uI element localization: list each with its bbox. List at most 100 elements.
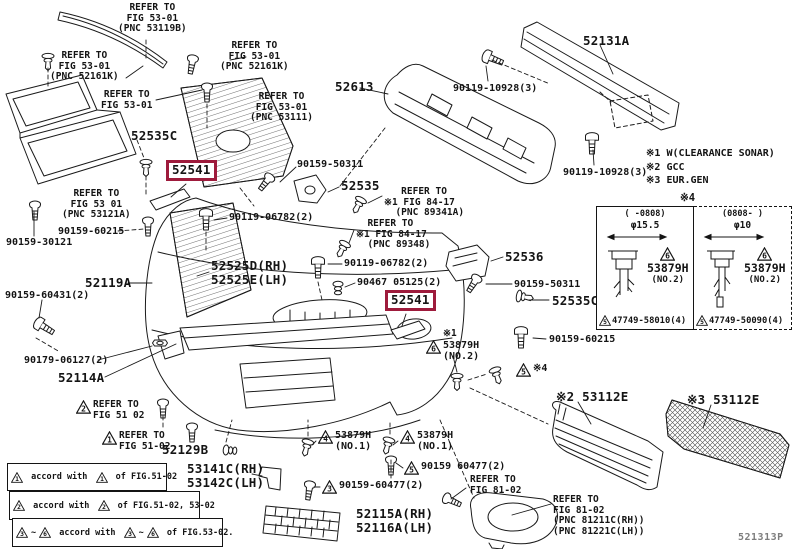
label-text: 52535 [341,178,380,193]
label-text: 52613 [335,79,374,94]
svg-text:4: 4 [323,434,328,443]
footnote-text: of FIG.51-02, 53-02 [112,500,215,511]
svg-text:6: 6 [762,251,767,260]
radiator-grille-art [6,75,136,184]
label-text: 90159-60215 [549,334,616,345]
svg-text:3: 3 [327,484,332,493]
label-text: 52131A [583,33,630,48]
svg-text:6: 6 [431,344,436,353]
svg-text:5: 5 [603,319,607,326]
variant-legend: ※1 W(CLEARANCE SONAR)※2 GCC※3 EUR.GEN [646,147,775,188]
label-text: 52541 [391,292,430,307]
ref-fig53-01-pnc52161k-left: REFER TO FIG 53-01 (PNC 52161K) [50,50,119,83]
label-text: 90159-60431(2) [5,290,90,301]
part-90119-06782-right: 90119-06782(2) [344,258,428,269]
label-text: REFER TO FIG 53-01 [101,89,153,111]
rivet-part-label: 5 47749-58010(4) [599,315,686,326]
part-53879h-no1-left: 4 53879H (NO.1) [318,430,371,452]
part-90179-06127: 90179-06127(2) [24,355,108,366]
absorber-pad-art [263,506,340,541]
part-52114a: 52114A [58,371,104,385]
label-text: 52129B [162,442,209,457]
svg-text:2: 2 [81,404,86,413]
svg-text:1: 1 [100,475,104,482]
label-text: REFER TO FIG 53-01 (PNC 53119B) [118,2,187,35]
part-52536: 52536 [505,250,544,264]
label-text: ※4 [533,363,548,374]
variant-cell-late: (0808- ) φ10 6 53879H (NO.2) 5 47749-500… [694,206,792,330]
dimension-arrow-icon [606,233,668,241]
footnote-text: of FIG.53-02. [161,527,234,538]
part-90159-60215-right: 90159-60215 [549,334,615,345]
part-52119a: 52119A [85,276,131,290]
part-52535c-right: 52535C [552,294,598,308]
small-parts-art [150,175,425,339]
triangle-marker-icon: 5 [404,461,419,475]
label-text: 53141C(RH) 53142C(LH) [187,461,265,490]
ref-fig53-01-pnc52161k-right: REFER TO FIG 53-01 (PNC 52161K) [220,40,289,73]
part-90119-10928-right: 90119-10928(3) [563,167,647,178]
label-text: REFER TO FIG 53-01 (PNC 52161K) [220,40,289,73]
label-text: REFER TO FIG 81-02 (PNC 81211C(RH)) (PNC… [553,494,645,537]
note-accord-fig53-02: 3~6 accord with 3~6 of FIG.53-02. [12,518,233,547]
part-53112e-gcc: ※2 53112E [556,390,628,404]
svg-text:6: 6 [43,531,47,538]
footnote-text: of FIG.51-02 [110,472,178,482]
triangle-marker-icon: 3 [16,527,28,538]
triangle-marker-icon: 1 [11,471,23,482]
dimension-arrow-icon [703,233,765,241]
label-text: 53879H (NO.2) [443,339,480,362]
label-text: 90159-50311 [514,279,581,290]
label-text: ※3 53112E [687,392,760,407]
ref-fig81-02-foglamp: REFER TO FIG 81-02 (PNC 81211C(RH)) (PNC… [553,494,645,538]
svg-text:5: 5 [521,367,526,376]
sensor-bracket-art [446,245,489,281]
part-90159-60215-left: 90159-60215 [58,226,124,237]
label-text: REFER TO ※1 FIG 84-17 (PNC 89348) [356,218,431,251]
variant-header: (0808- ) [722,209,763,219]
label-text: REFER TO FIG 51 02 [93,399,145,421]
label-text: 90119-06782(2) [344,258,429,269]
part-90159-60431: 90159-60431(2) [5,290,89,301]
part-90159-50311-upper: 90159-50311 [297,159,363,170]
part-90159-30121: 90159-30121 [6,237,72,248]
svg-text:6: 6 [151,531,155,538]
label-text: 52541 [172,162,211,177]
part-90467-05125: 90467 05125(2) [357,277,441,288]
ref-fig84-17-pnc89348: REFER TO ※1 FIG 84-17 (PNC 89348) [356,218,431,251]
footnote-text: accord with [26,472,93,482]
triangle-marker-icon: 2 [97,500,110,511]
label-text: 52119A [85,275,132,290]
part-90119-10928-top: 90119-10928(3) [453,83,537,94]
part-90159-50311-lower: 90159-50311 [514,279,580,290]
svg-text:2: 2 [17,504,21,511]
clip-diameter: φ15.5 [630,220,660,231]
label-text: 90467 05125(2) [357,277,442,288]
label-text: 53879H (NO.1) [335,430,372,453]
triangle-marker-icon: 6 [39,527,52,538]
legend-row: ※3 EUR.GEN [646,175,709,186]
label-text: 90159-30121 [6,237,73,248]
svg-text:6: 6 [665,251,670,260]
triangle-marker-icon: 4 [400,430,415,444]
svg-text:1: 1 [15,475,19,482]
label-text: 52536 [505,249,544,264]
variant-cell-early: ( -0808) φ15.5 6 53879H (NO.2) 5 47749-5… [596,206,694,330]
part-52541-highlight-1[interactable]: 52541 [166,160,217,181]
label-text: REFER TO FIG 53 01 (PNC 53121A) [62,188,131,221]
hood-moulding-art [58,12,167,68]
label-text: 52535C [552,293,599,308]
ref-fig53-01: REFER TO FIG 53-01 [101,89,153,111]
triangle-marker-icon: 3 [322,480,337,494]
triangle-marker-icon: 1 [102,431,117,445]
triangle-marker-icon: 3 [123,527,136,538]
part-52541-highlight-2[interactable]: 52541 [385,290,436,311]
lower-retainer-art [158,315,393,359]
part-52535c-top: 52535C [131,129,177,143]
clip-drawing-icon [608,250,638,298]
label-text: REFER TO FIG 53-01 (PNC 53111) [250,91,313,124]
